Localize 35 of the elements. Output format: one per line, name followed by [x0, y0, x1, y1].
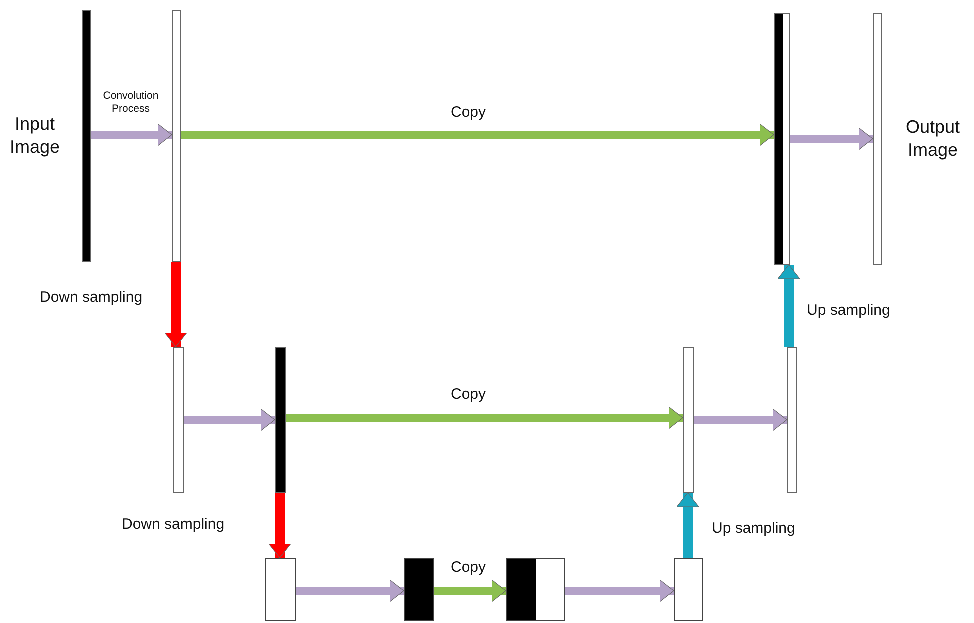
arrow — [184, 408, 276, 432]
layer-bar — [82, 10, 91, 262]
arrow — [790, 128, 874, 150]
edge-label: Down sampling — [40, 289, 143, 308]
layer-bar — [683, 347, 694, 493]
arrow — [565, 580, 674, 602]
arrow — [434, 580, 506, 602]
arrow — [778, 264, 800, 347]
arrow — [268, 493, 292, 558]
layer-bar — [275, 347, 286, 493]
edge-label: Up sampling — [712, 520, 796, 539]
layer-bar — [774, 13, 790, 265]
edge-label: Down sampling — [122, 516, 225, 535]
layer-bar — [873, 13, 882, 265]
layer-caption: Output Image — [904, 116, 962, 162]
layer-bar — [787, 347, 797, 493]
edge-label: Copy — [451, 104, 486, 123]
layer-block — [506, 558, 565, 621]
layer-bar — [173, 347, 184, 493]
arrow — [91, 124, 172, 146]
arrow — [286, 406, 684, 430]
arrow — [694, 408, 788, 432]
edge-label: Up sampling — [807, 302, 890, 321]
layer-bar — [172, 10, 181, 262]
arrow — [164, 262, 188, 348]
arrow — [181, 124, 774, 146]
edge-label: Copy — [451, 386, 486, 405]
edge-label: Copy — [451, 559, 486, 578]
layer-block — [404, 558, 434, 621]
layer-block — [674, 558, 703, 621]
layer-block — [265, 558, 296, 621]
edge-label: Convolution Process — [102, 90, 160, 116]
layer-caption: Input Image — [8, 113, 62, 160]
arrow — [676, 492, 700, 558]
arrow — [296, 580, 404, 602]
